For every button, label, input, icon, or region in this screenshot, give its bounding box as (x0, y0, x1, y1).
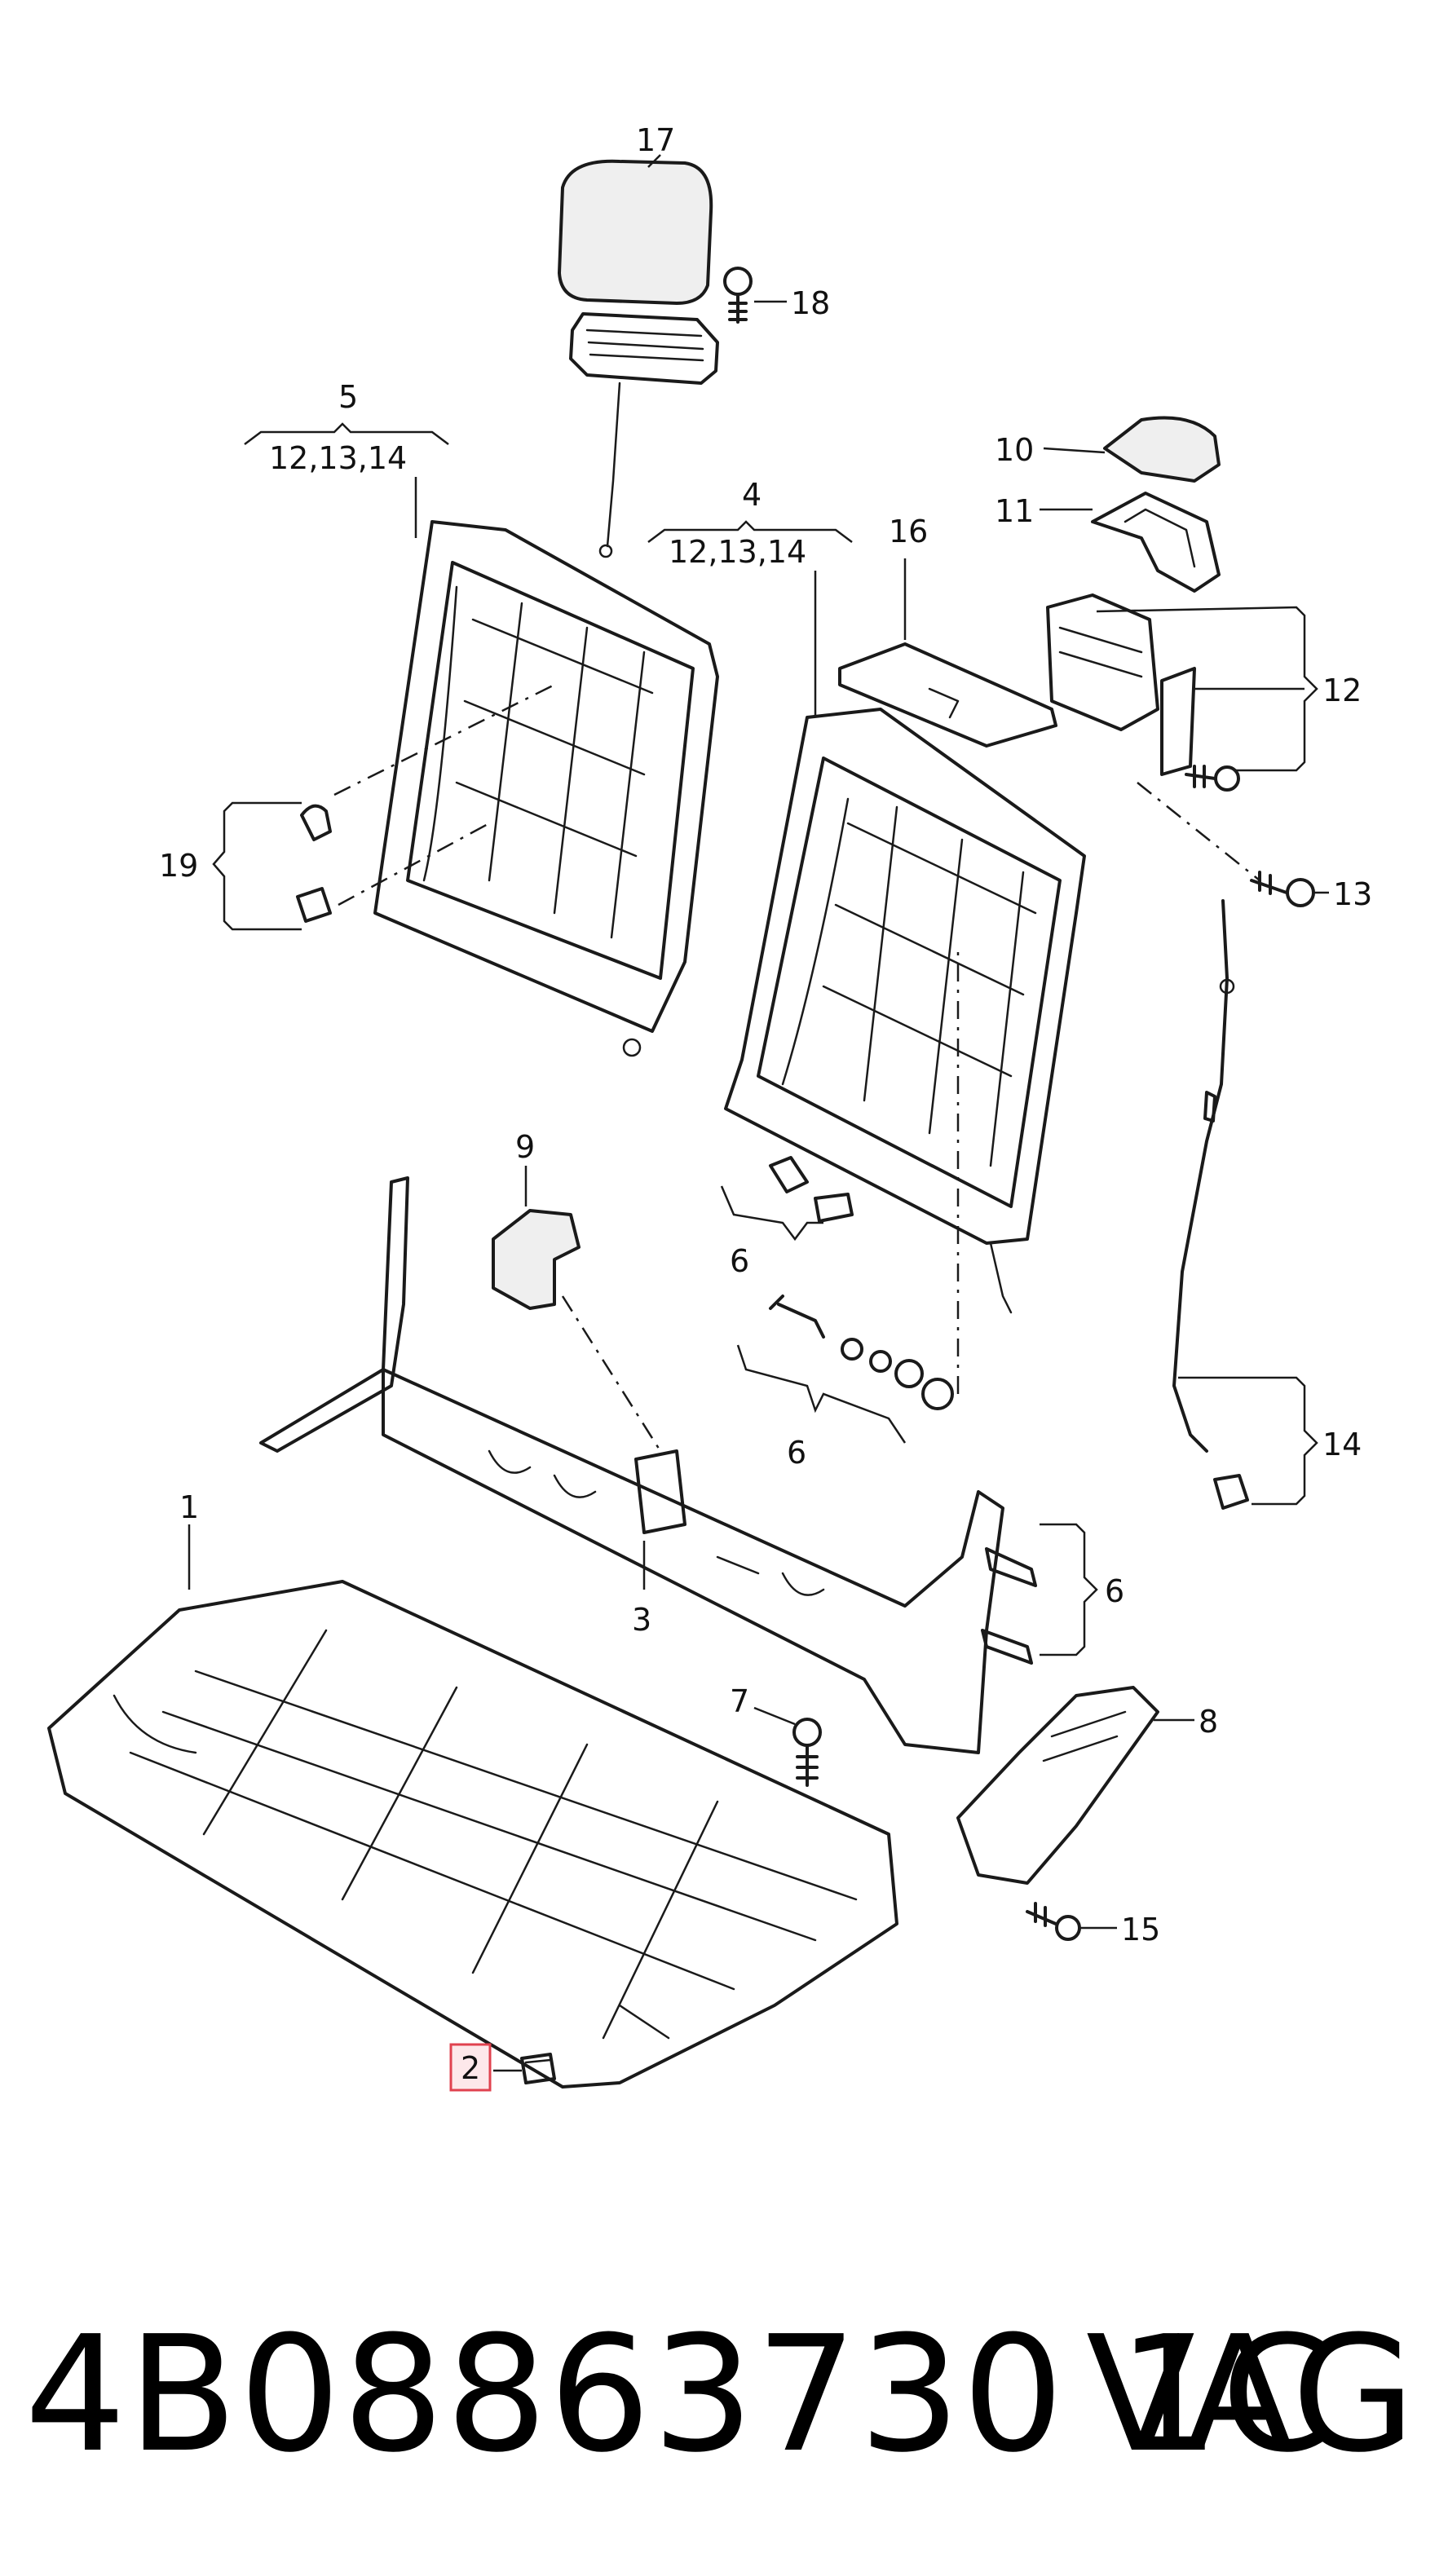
pins-6-middle (769, 1295, 954, 1410)
bolts-6-lower (981, 1547, 1037, 1665)
bolt-18 (723, 267, 753, 324)
callout-6-upper: 6 (730, 1243, 749, 1279)
callout-11: 11 (995, 493, 1034, 529)
callout-13: 13 (1333, 876, 1372, 912)
callout-18: 18 (791, 285, 830, 321)
callout-6-middle: 6 (787, 1435, 806, 1471)
leader-lines (188, 154, 1329, 2072)
callout-19: 19 (159, 848, 198, 884)
bolt-13 (1250, 871, 1315, 907)
callout-7: 7 (730, 1683, 749, 1719)
cushion-support-9 (492, 1209, 581, 1310)
headrest (558, 159, 719, 558)
callout-4-subparts: 12,13,14 (669, 534, 806, 570)
bolt-15 (1026, 1902, 1081, 1941)
callout-9: 9 (515, 1129, 535, 1165)
side-trim-8 (956, 1686, 1159, 1885)
callout-4: 4 (742, 477, 762, 513)
callout-17: 17 (636, 122, 675, 158)
callout-8: 8 (1199, 1704, 1218, 1740)
callout-6-lower: 6 (1105, 1573, 1124, 1609)
brand-name: VAG (1085, 2302, 1415, 2488)
callout-15: 15 (1121, 1912, 1160, 1947)
callout-3: 3 (632, 1602, 651, 1638)
backrest-frame-left (373, 520, 719, 1057)
bolt-7 (792, 1718, 822, 1787)
cover-16 (838, 642, 1057, 748)
callout-10: 10 (995, 432, 1034, 468)
release-mechanism-12 (1046, 593, 1240, 792)
seat-wire-frame-1 (47, 1580, 898, 2089)
seat-base-rail-3 (259, 1176, 1004, 1754)
trim-frame-11 (1091, 492, 1221, 593)
release-cable-14 (1172, 899, 1249, 1510)
clip-part-2 (520, 2053, 556, 2084)
callout-16: 16 (889, 514, 928, 549)
callout-1: 1 (179, 1489, 199, 1525)
footer: 4B08863730 1C VAG (0, 2283, 1448, 2527)
callout-2-highlight-box (449, 2043, 492, 2092)
cap-10 (1103, 416, 1221, 483)
exploded-parts-diagram: 17 18 5 12,13,14 4 12,13,14 16 10 11 12 … (47, 122, 1372, 2092)
callout-5-subparts: 12,13,14 (269, 440, 407, 476)
callout-2: 2 (461, 2050, 480, 2086)
backrest-frame-right (724, 708, 1086, 1314)
callout-labels: 17 18 5 12,13,14 4 12,13,14 16 10 11 12 … (159, 122, 1372, 2092)
part-number: 4B08863730 1C (24, 2302, 1335, 2488)
callout-14: 14 (1322, 1427, 1362, 1462)
callout-12: 12 (1322, 673, 1362, 708)
assembly-lines (333, 683, 1260, 1452)
bushings-6-upper (769, 1156, 854, 1223)
callout-5: 5 (338, 379, 358, 415)
clips-19 (296, 804, 332, 923)
